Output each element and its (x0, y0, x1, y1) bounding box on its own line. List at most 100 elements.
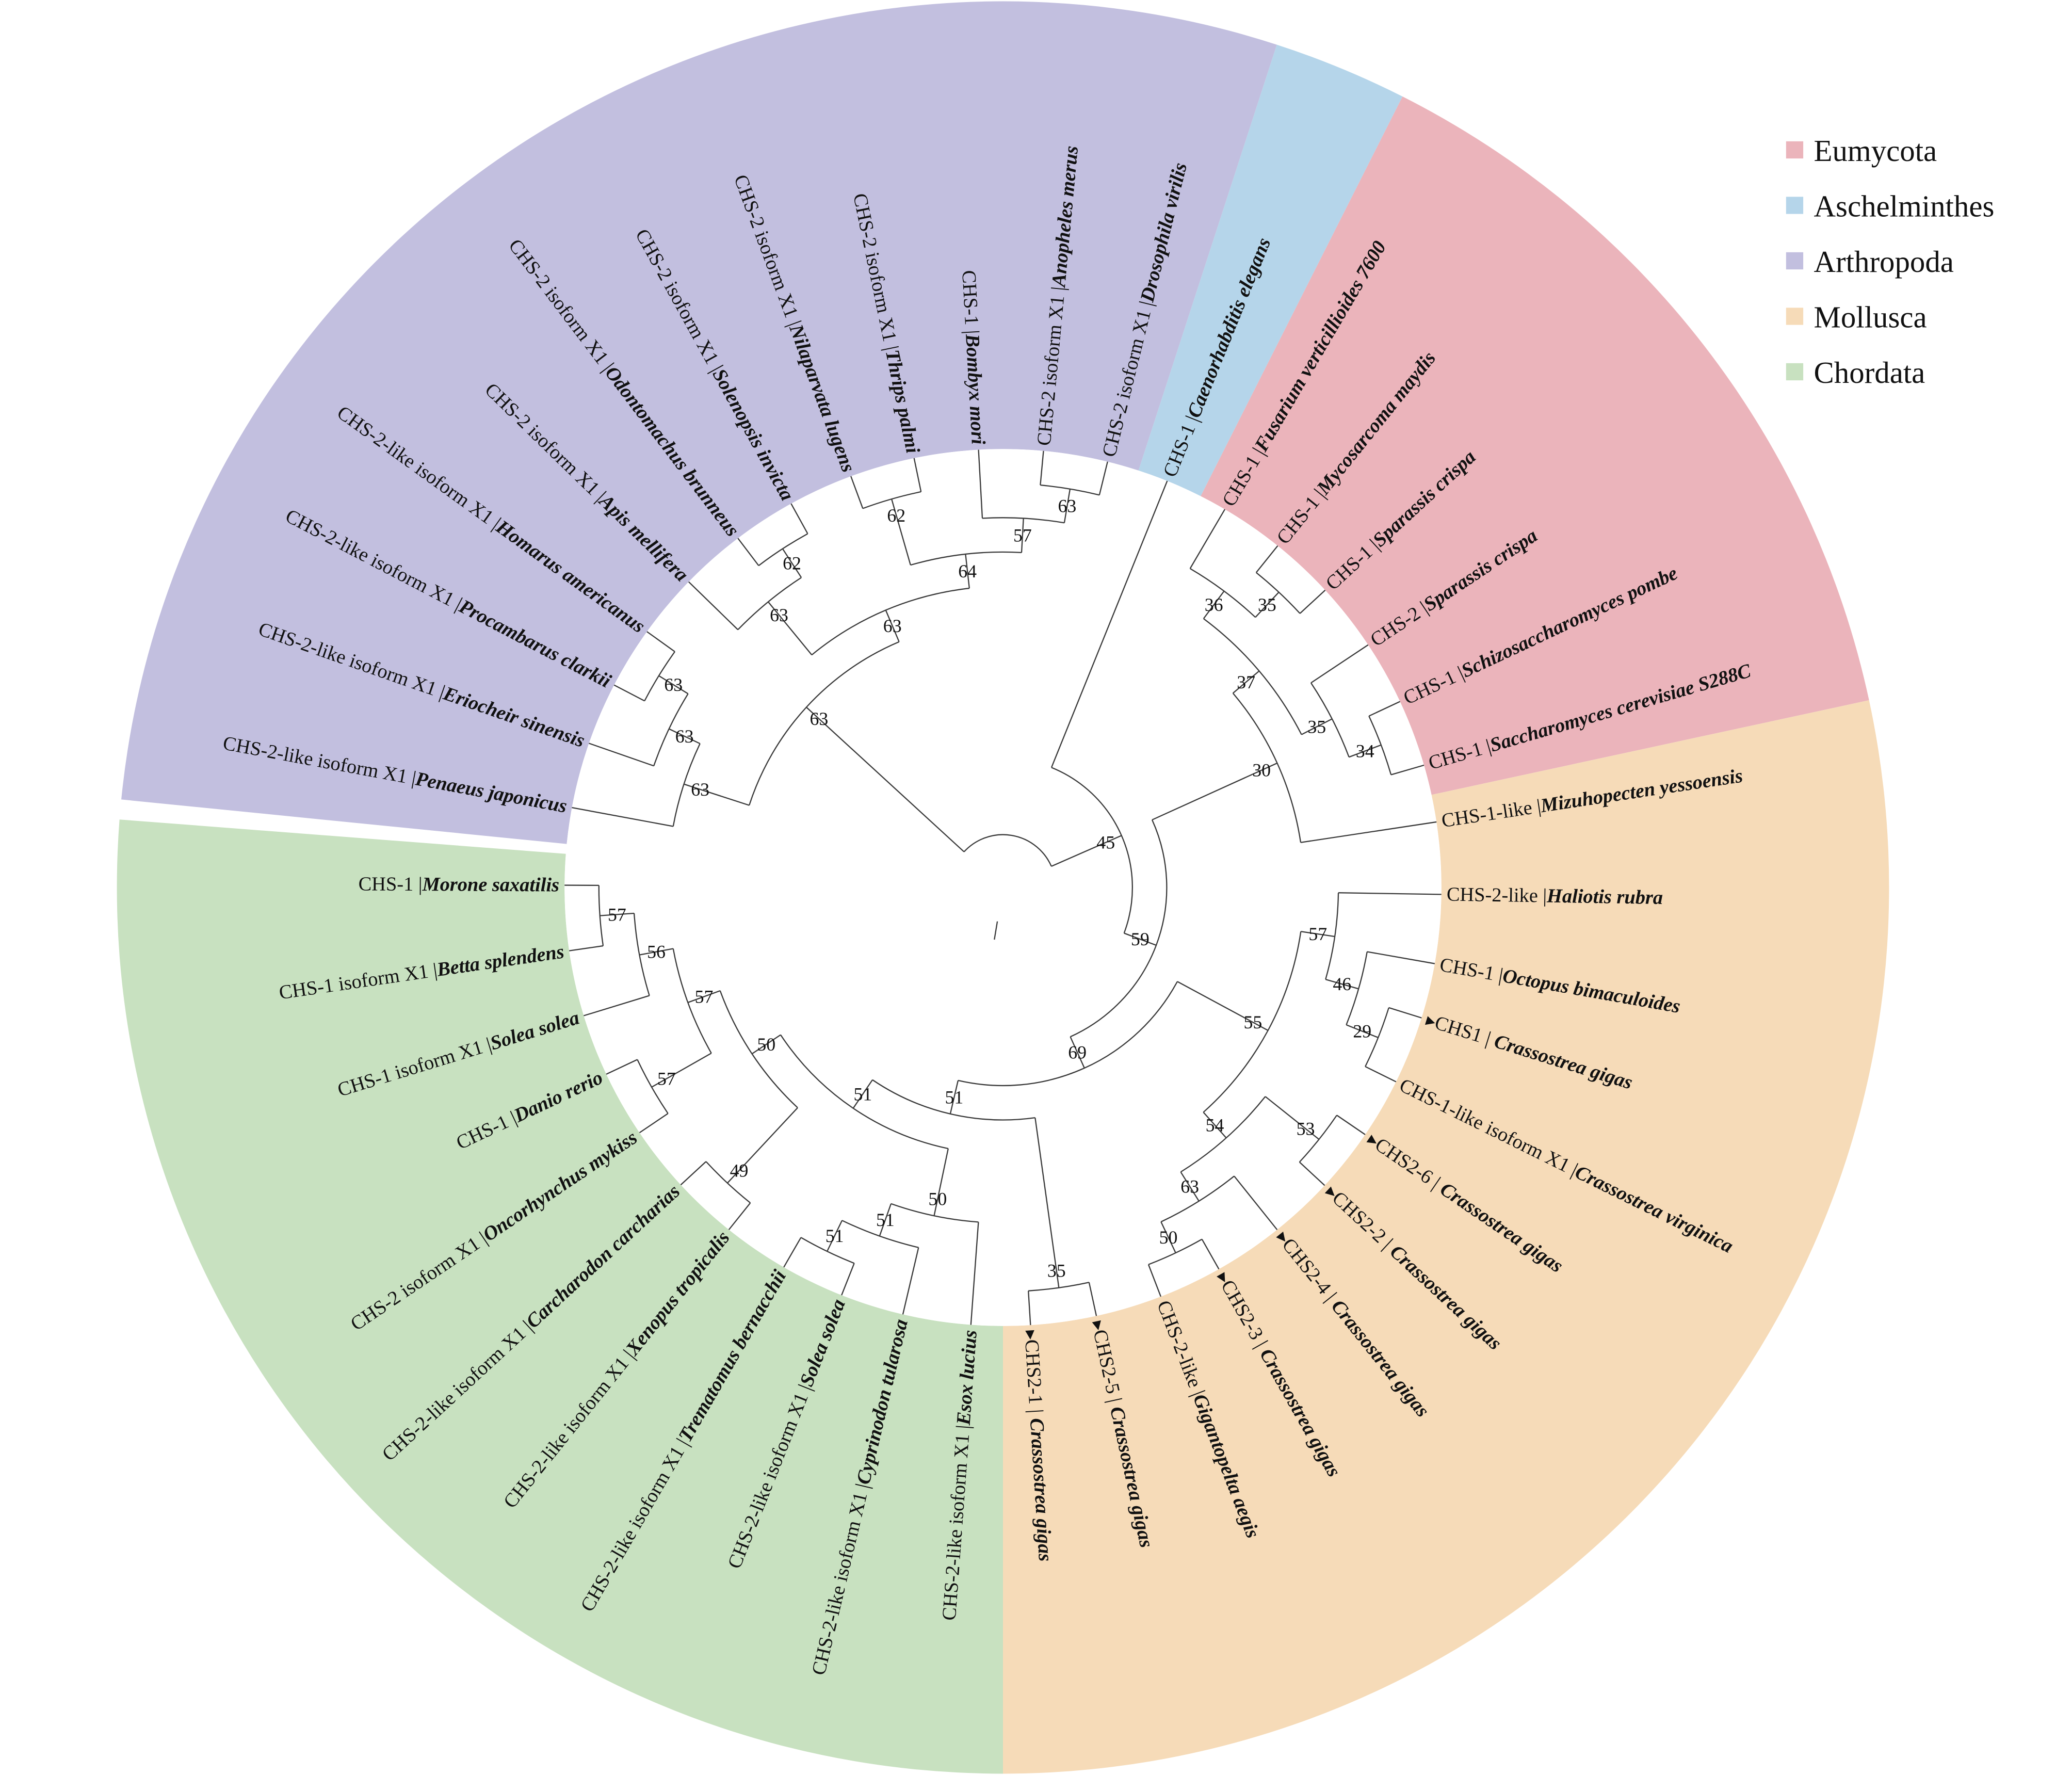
branch-line (589, 743, 654, 767)
clade-arc (1256, 572, 1301, 614)
branch-line (879, 1203, 892, 1236)
clade-arc (872, 1079, 1035, 1121)
branch-line (1336, 1115, 1366, 1135)
branch-line (684, 783, 750, 806)
branch-line (728, 1202, 751, 1230)
clade-arc (958, 981, 1178, 1087)
branch-line (1299, 1161, 1325, 1186)
legend-swatch-chordata (1786, 363, 1804, 381)
branch-line (639, 1113, 669, 1134)
clade-arc (811, 587, 969, 656)
root-stub (994, 921, 998, 940)
bootstrap-value: 50 (928, 1189, 947, 1209)
bootstrap-value: 50 (757, 1034, 775, 1055)
clade-arc (598, 885, 604, 946)
branch-line (651, 1053, 712, 1088)
bootstrap-value: 53 (1297, 1118, 1315, 1139)
branch-line (1234, 1175, 1278, 1230)
branch-line (680, 1161, 707, 1186)
clade-arc (1180, 1096, 1266, 1173)
species-name: Morone saxatilis (422, 874, 559, 896)
clade-arc (910, 551, 1022, 566)
bootstrap-value: 51 (876, 1209, 895, 1230)
branch-line (841, 1263, 855, 1296)
bootstrap-value: 63 (675, 726, 694, 747)
bootstrap-value: 45 (1096, 832, 1115, 853)
branch-line (600, 912, 635, 916)
clade-arc (749, 641, 900, 806)
bootstrap-value: 63 (770, 605, 788, 625)
branch-line (1325, 978, 1359, 990)
bootstrap-value: 35 (1047, 1261, 1066, 1281)
branch-line (1189, 509, 1226, 569)
gene-name: CHS-2-like | (1447, 884, 1547, 907)
bootstrap-value: 50 (1159, 1227, 1178, 1248)
clade-arc (1368, 716, 1392, 775)
legend-label-arthropoda: Arthropoda (1814, 245, 1954, 279)
legend-label-chordata: Chordata (1814, 356, 1925, 390)
branch-line (1070, 1036, 1085, 1069)
clade-arc (862, 491, 921, 509)
bootstrap-value: 63 (1058, 495, 1077, 516)
branch-line (1367, 951, 1435, 964)
branch-line (751, 1034, 781, 1055)
branch-line (806, 706, 965, 852)
branch-line (1388, 1007, 1422, 1019)
branch-line (970, 1222, 979, 1325)
branch-line (639, 948, 673, 956)
branch-line (1203, 590, 1225, 619)
clade-arc (1365, 1007, 1389, 1067)
clade-arc (963, 834, 1052, 867)
clade-arc (982, 517, 1065, 524)
clade-arc (758, 533, 808, 567)
branch-line (885, 610, 900, 642)
bootstrap-value: 59 (1131, 929, 1150, 949)
clade-arc (644, 651, 675, 701)
clade-arc (1310, 682, 1350, 757)
bootstrap-value: 57 (608, 904, 626, 925)
bootstrap-value: 36 (1205, 594, 1223, 615)
legend-swatch-mollusca (1786, 308, 1804, 325)
legend-label-eumycota: Eumycota (1814, 134, 1937, 168)
branch-line (646, 631, 675, 652)
clade-arc (780, 1034, 949, 1150)
bootstrap-value: 29 (1353, 1021, 1371, 1042)
branch-line (782, 548, 802, 578)
bootstrap-value: 57 (1013, 525, 1032, 546)
bootstrap-value: 35 (1258, 594, 1276, 615)
branch-line (1098, 461, 1108, 495)
clade-arc (1203, 618, 1302, 735)
inner-circle (564, 449, 1442, 1326)
branch-line (1088, 1282, 1097, 1316)
branch-line (1021, 518, 1024, 553)
bootstrap-value: 63 (883, 616, 902, 636)
bootstrap-value: 64 (958, 561, 977, 582)
branch-line (949, 1080, 959, 1115)
branch-line (1390, 764, 1424, 776)
branch-line (687, 990, 721, 1003)
bootstrap-value: 63 (664, 674, 683, 695)
branch-line (1346, 1024, 1379, 1038)
branch-line (1034, 1117, 1060, 1288)
clade-arc (800, 1237, 855, 1264)
branch-line (1301, 718, 1333, 735)
branch-line (965, 554, 970, 589)
branch-line (1028, 1290, 1031, 1326)
clade-sectors (117, 1, 1889, 1774)
clade-arc (737, 577, 802, 631)
branch-line (1180, 1171, 1200, 1202)
branch-line (1255, 545, 1278, 573)
clade-arc (1040, 484, 1100, 496)
branch-line (1310, 644, 1369, 684)
clade-arc (1028, 1282, 1090, 1292)
triangle-marker-icon: ▶ (1024, 1330, 1038, 1340)
branch-line (569, 945, 604, 951)
legend: Eumycota Aschelminthes Arthropoda Mollus… (1786, 134, 1994, 390)
bootstrap-value: 37 (1237, 672, 1255, 692)
branch-line (1063, 489, 1071, 523)
branch-line (584, 995, 650, 1016)
gene-name: CHS2-1 | (1021, 1339, 1047, 1419)
bootstrap-value: 63 (691, 779, 709, 800)
branch-line (1147, 1264, 1161, 1297)
clade-arc (705, 1161, 751, 1204)
